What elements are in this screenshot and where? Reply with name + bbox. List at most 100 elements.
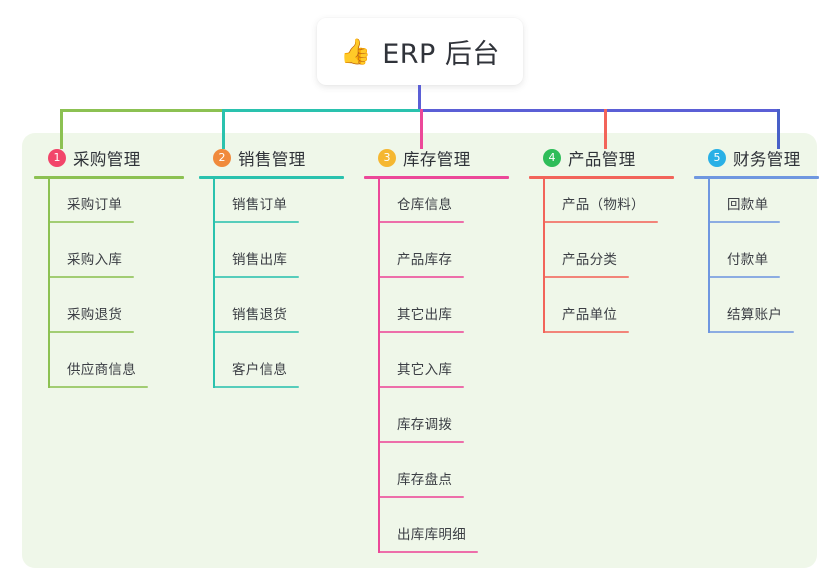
column-header-5[interactable]: 5 财务管理 bbox=[694, 145, 819, 171]
connector-drop-3 bbox=[420, 109, 423, 149]
column-rule-1 bbox=[34, 176, 184, 179]
leaf-node-label: 仓库信息 bbox=[397, 197, 453, 213]
leaf-node[interactable]: 库存盘点 bbox=[378, 454, 509, 509]
connector-drop-5 bbox=[777, 109, 780, 149]
leaf-node-rule bbox=[213, 386, 299, 388]
leaf-node[interactable]: 采购订单 bbox=[48, 179, 184, 234]
leaf-node-rule bbox=[213, 331, 299, 333]
leaf-node-label: 结算账户 bbox=[727, 307, 783, 323]
column-header-1[interactable]: 1 采购管理 bbox=[34, 145, 184, 171]
leaf-node[interactable]: 产品库存 bbox=[378, 234, 509, 289]
leaf-node[interactable]: 库存调拨 bbox=[378, 399, 509, 454]
column-badge-2: 2 bbox=[213, 149, 231, 167]
leaf-node-label: 采购退货 bbox=[67, 307, 123, 323]
column-leaf-list-1: 采购订单采购入库采购退货供应商信息 bbox=[48, 179, 184, 399]
leaf-node[interactable]: 客户信息 bbox=[213, 344, 344, 399]
leaf-node-label: 产品分类 bbox=[562, 252, 618, 268]
column-spine-5 bbox=[708, 179, 710, 333]
connector-drop-4 bbox=[604, 109, 607, 149]
leaf-node-label: 销售订单 bbox=[232, 197, 288, 213]
leaf-node-rule bbox=[48, 221, 134, 223]
leaf-node[interactable]: 仓库信息 bbox=[378, 179, 509, 234]
leaf-node[interactable]: 付款单 bbox=[708, 234, 819, 289]
column-1: 1 采购管理采购订单采购入库采购退货供应商信息 bbox=[34, 145, 184, 399]
leaf-node-rule bbox=[378, 441, 464, 443]
leaf-node-label: 产品单位 bbox=[562, 307, 618, 323]
leaf-node-rule bbox=[378, 551, 478, 553]
leaf-node-label: 采购订单 bbox=[67, 197, 123, 213]
connector-bus-segment-1 bbox=[60, 109, 222, 112]
leaf-node-label: 出库库明细 bbox=[397, 527, 466, 543]
leaf-node-rule bbox=[378, 331, 464, 333]
leaf-node[interactable]: 出库库明细 bbox=[378, 509, 509, 564]
root-node-erp-backend[interactable]: 👍 ERP 后台 bbox=[317, 18, 523, 85]
leaf-node[interactable]: 其它出库 bbox=[378, 289, 509, 344]
leaf-node-label: 客户信息 bbox=[232, 362, 288, 378]
connector-drop-2 bbox=[222, 109, 225, 149]
leaf-node-label: 采购入库 bbox=[67, 252, 123, 268]
column-badge-3: 3 bbox=[378, 149, 396, 167]
column-badge-1: 1 bbox=[48, 149, 66, 167]
column-leaf-list-3: 仓库信息产品库存其它出库其它入库库存调拨库存盘点出库库明细 bbox=[378, 179, 509, 564]
leaf-node-rule bbox=[708, 331, 794, 333]
column-leaf-list-2: 销售订单销售出库销售退货客户信息 bbox=[213, 179, 344, 399]
column-leaf-list-4: 产品（物料） 产品分类产品单位 bbox=[543, 179, 674, 344]
leaf-node[interactable]: 结算账户 bbox=[708, 289, 819, 344]
leaf-node-rule bbox=[708, 221, 780, 223]
leaf-node-label: 产品库存 bbox=[397, 252, 453, 268]
leaf-node[interactable]: 采购退货 bbox=[48, 289, 184, 344]
column-spine-2 bbox=[213, 179, 215, 388]
column-header-2[interactable]: 2 销售管理 bbox=[199, 145, 344, 171]
column-title-5: 财务管理 bbox=[733, 150, 801, 169]
column-title-1: 采购管理 bbox=[73, 150, 141, 169]
leaf-node-label: 销售退货 bbox=[232, 307, 288, 323]
column-title-2: 销售管理 bbox=[238, 150, 306, 169]
leaf-node-rule bbox=[543, 331, 629, 333]
leaf-node-rule bbox=[378, 276, 464, 278]
leaf-node[interactable]: 供应商信息 bbox=[48, 344, 184, 399]
column-header-3[interactable]: 3 库存管理 bbox=[364, 145, 509, 171]
column-badge-4: 4 bbox=[543, 149, 561, 167]
leaf-node-label: 其它出库 bbox=[397, 307, 453, 323]
thumbs-up-icon: 👍 bbox=[340, 37, 372, 66]
column-leaf-list-5: 回款单付款单结算账户 bbox=[708, 179, 819, 344]
column-title-3: 库存管理 bbox=[403, 150, 471, 169]
connector-drop-1 bbox=[60, 109, 63, 149]
leaf-node-rule bbox=[543, 276, 629, 278]
column-3: 3 库存管理仓库信息产品库存其它出库其它入库库存调拨库存盘点出库库明细 bbox=[364, 145, 509, 564]
leaf-node[interactable]: 产品（物料） bbox=[543, 179, 674, 234]
column-spine-4 bbox=[543, 179, 545, 333]
column-rule-3 bbox=[364, 176, 509, 179]
leaf-node-label: 产品（物料） bbox=[562, 197, 645, 213]
leaf-node[interactable]: 回款单 bbox=[708, 179, 819, 234]
leaf-node-label: 销售出库 bbox=[232, 252, 288, 268]
leaf-node-label: 供应商信息 bbox=[67, 362, 136, 378]
connector-bus-segment-3 bbox=[420, 109, 778, 112]
leaf-node-label: 回款单 bbox=[727, 197, 769, 213]
leaf-node[interactable]: 其它入库 bbox=[378, 344, 509, 399]
column-2: 2 销售管理销售订单销售出库销售退货客户信息 bbox=[199, 145, 344, 399]
leaf-node[interactable]: 销售订单 bbox=[213, 179, 344, 234]
column-5: 5 财务管理回款单付款单结算账户 bbox=[694, 145, 819, 344]
leaf-node-rule bbox=[48, 386, 148, 388]
leaf-node[interactable]: 销售出库 bbox=[213, 234, 344, 289]
leaf-node-label: 其它入库 bbox=[397, 362, 453, 378]
root-node-label: ERP 后台 bbox=[382, 39, 500, 70]
leaf-node-label: 库存盘点 bbox=[397, 472, 453, 488]
leaf-node[interactable]: 采购入库 bbox=[48, 234, 184, 289]
leaf-node-label: 付款单 bbox=[727, 252, 769, 268]
leaf-node-rule bbox=[708, 276, 780, 278]
connector-bus-segment-2 bbox=[222, 109, 420, 112]
leaf-node-rule bbox=[378, 221, 464, 223]
leaf-node[interactable]: 产品单位 bbox=[543, 289, 674, 344]
leaf-node-rule bbox=[378, 496, 464, 498]
leaf-node[interactable]: 产品分类 bbox=[543, 234, 674, 289]
leaf-node[interactable]: 销售退货 bbox=[213, 289, 344, 344]
leaf-node-rule bbox=[378, 386, 464, 388]
column-badge-5: 5 bbox=[708, 149, 726, 167]
diagram-panel bbox=[22, 133, 817, 568]
column-spine-1 bbox=[48, 179, 50, 388]
column-rule-4 bbox=[529, 176, 674, 179]
